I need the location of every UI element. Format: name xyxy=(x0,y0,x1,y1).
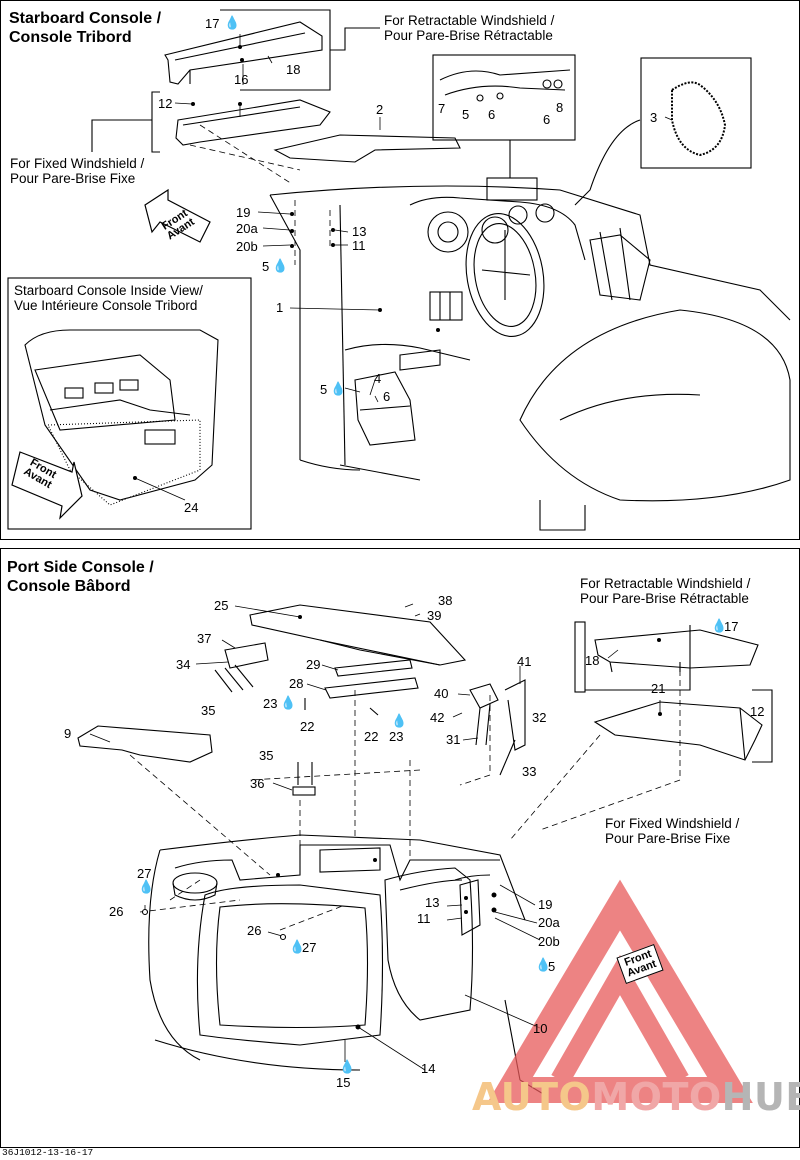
inside-view-note: Starboard Console Inside View/ Vue Intér… xyxy=(14,283,203,313)
document-code: 36J1012-13-16-17 xyxy=(2,1147,94,1158)
retractable-detail-box xyxy=(432,54,576,141)
callout-5-bottom: 5 xyxy=(548,959,556,974)
callout-22-right: 22 xyxy=(364,729,379,744)
fixed-trim-16 xyxy=(175,99,331,146)
oil-drop-icon: 💧 xyxy=(339,1059,356,1074)
panel-9 xyxy=(77,725,213,763)
starboard-title: Starboard Console / Console Tribord xyxy=(9,10,162,46)
callout-36: 36 xyxy=(250,776,265,791)
callout-18-bottom: 18 xyxy=(585,653,600,668)
callout-5-hatch: 5 xyxy=(320,382,328,397)
callout-9: 9 xyxy=(64,726,72,741)
callout-40: 40 xyxy=(434,686,449,701)
seal-detail-box xyxy=(640,57,752,169)
callout-12-bottom: 12 xyxy=(750,704,765,719)
callout-11-bottom: 11 xyxy=(417,911,431,926)
callout-6-right: 6 xyxy=(543,112,551,127)
callout-11-top: 11 xyxy=(352,238,366,253)
callout-17-bottom: 17 xyxy=(724,619,739,634)
automotohub-watermark xyxy=(487,879,753,1103)
fixed-note-bottom: For Fixed Windshield / Pour Pare-Brise F… xyxy=(605,816,740,846)
callout-1: 1 xyxy=(276,300,284,315)
callout-5-top: 5 xyxy=(462,107,470,122)
callout-29: 29 xyxy=(306,657,321,672)
callout-6-top: 6 xyxy=(488,107,496,122)
callout-19-bottom: 19 xyxy=(538,897,553,912)
callout-7: 7 xyxy=(438,101,446,116)
callout-34: 34 xyxy=(176,657,191,672)
callout-3: 3 xyxy=(650,110,658,125)
port-console-panel xyxy=(0,548,800,1148)
callout-16: 16 xyxy=(234,72,249,87)
oil-drop-icon: 💧 xyxy=(138,879,155,894)
callout-25: 25 xyxy=(214,598,229,613)
callout-19-top: 19 xyxy=(236,205,251,220)
oil-drop-icon: 💧 xyxy=(289,939,306,954)
retractable-bracket-box xyxy=(574,621,586,693)
callout-17: 17 xyxy=(205,16,220,31)
callout-6-hatch: 6 xyxy=(383,389,391,404)
starboard-console-panel xyxy=(0,0,800,540)
oil-drop-icon: 💧 xyxy=(272,258,289,273)
starboard-console-body xyxy=(269,185,791,531)
callout-8: 8 xyxy=(556,100,564,115)
port-title: Port Side Console / Console Bâbord xyxy=(7,559,154,595)
callout-20b-top: 20b xyxy=(236,239,258,254)
oil-drop-icon: 💧 xyxy=(330,381,347,396)
oil-drop-icon: 💧 xyxy=(711,618,728,633)
fixed-trim-21 xyxy=(593,701,763,761)
callout-35-hinge: 35 xyxy=(201,703,216,718)
watermark-text: AUTOMOTOHUB xyxy=(472,1075,800,1119)
oil-drop-icon: 💧 xyxy=(224,15,241,30)
callout-12: 12 xyxy=(158,96,173,111)
callout-26-left: 26 xyxy=(109,904,124,919)
retractable-note-bottom: For Retractable Windshield / Pour Pare-B… xyxy=(580,576,751,606)
callout-5-console: 5 xyxy=(262,259,270,274)
callout-13-bottom: 13 xyxy=(425,895,440,910)
callout-14: 14 xyxy=(421,1061,436,1076)
callout-2: 2 xyxy=(376,102,384,117)
callout-31: 31 xyxy=(446,732,461,747)
port-console-cover-25 xyxy=(249,604,467,666)
callout-21: 21 xyxy=(651,681,666,696)
callout-35-stud: 35 xyxy=(259,748,274,763)
callout-26-center: 26 xyxy=(247,923,262,938)
callout-39: 39 xyxy=(427,608,442,623)
callout-32: 32 xyxy=(532,710,547,725)
callout-33: 33 xyxy=(522,764,537,779)
callout-20a-top: 20a xyxy=(236,221,258,236)
callout-22-left: 22 xyxy=(300,719,315,734)
retractable-note-top: For Retractable Windshield / Pour Pare-B… xyxy=(384,13,555,43)
fixed-note-top: For Fixed Windshield / Pour Pare-Brise F… xyxy=(10,156,145,186)
callout-27-left: 27 xyxy=(137,866,152,881)
callout-13-top: 13 xyxy=(352,224,367,239)
oil-drop-icon: 💧 xyxy=(535,957,552,972)
callout-28: 28 xyxy=(289,676,304,691)
windshield-trim-2 xyxy=(273,134,461,163)
callout-42: 42 xyxy=(430,710,445,725)
callout-27-center: 27 xyxy=(302,940,317,955)
inside-view-console xyxy=(24,329,219,506)
oil-drop-icon: 💧 xyxy=(280,695,297,710)
callout-38: 38 xyxy=(438,593,453,608)
callout-41: 41 xyxy=(517,654,532,669)
callout-23-left: 23 xyxy=(263,696,278,711)
callout-37: 37 xyxy=(197,631,212,646)
front-arrow-icon xyxy=(11,188,211,520)
inside-view-box xyxy=(7,277,252,530)
callout-10: 10 xyxy=(533,1021,548,1036)
callout-18: 18 xyxy=(286,62,301,77)
callout-15: 15 xyxy=(336,1075,351,1090)
oil-drop-icon: 💧 xyxy=(391,713,408,728)
port-console-body xyxy=(148,834,546,1096)
callout-24: 24 xyxy=(184,500,199,515)
callout-20a-bottom: 20a xyxy=(538,915,560,930)
callout-20b-bottom: 20b xyxy=(538,934,560,949)
callout-23-right: 23 xyxy=(389,729,404,744)
callout-4: 4 xyxy=(374,371,382,386)
